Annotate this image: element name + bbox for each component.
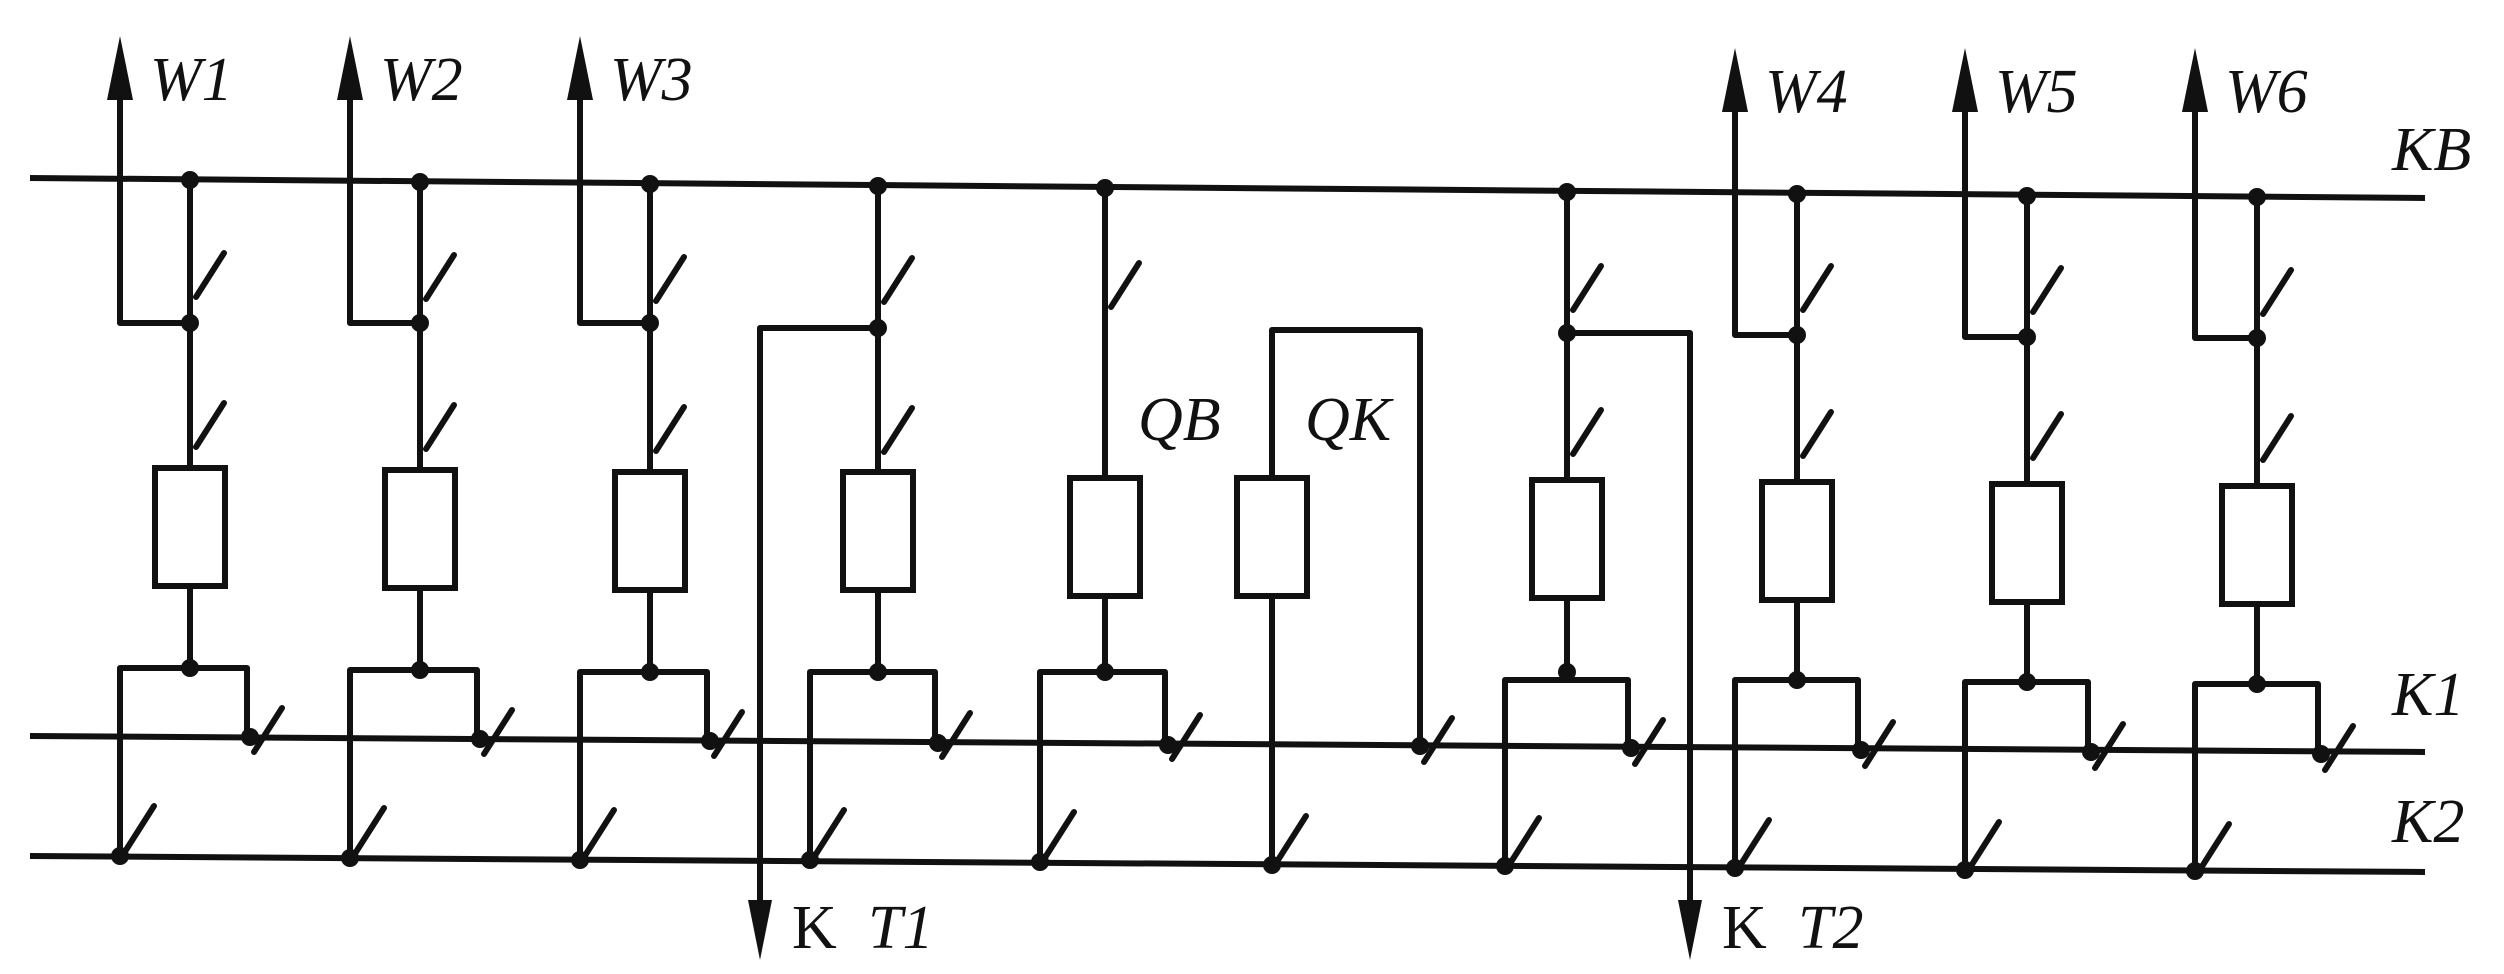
transformer-t2-label: T2 [1798, 894, 1863, 962]
bay-w3: W3 [567, 36, 742, 869]
bay-w4: W4 [1722, 48, 1893, 877]
bus-kb-label: KB [2391, 116, 2471, 184]
bay-w2: W2 [337, 36, 512, 867]
feeder-w6-arrow [2182, 48, 2208, 112]
coupler-qb-label: QB [1138, 386, 1221, 454]
breaker-t1 [840, 469, 916, 593]
feeder-w3-arrow [567, 36, 593, 100]
breaker-w4 [1759, 479, 1835, 603]
bus-k2 [29, 853, 2426, 875]
feeder-w2-label: W2 [380, 46, 463, 114]
breaker-w5 [1989, 481, 2065, 605]
feeder-w3-label: W3 [610, 46, 693, 114]
bay-w5: W5 [1952, 48, 2123, 879]
coupler-qk-label: QK [1305, 386, 1395, 454]
transformer-t1-label: T1 [868, 894, 933, 962]
transformer-t2-arrow [1678, 900, 1702, 960]
breaker-w2 [382, 467, 458, 591]
breaker-t2 [1529, 477, 1605, 601]
transformer-t1-arrow [748, 900, 772, 960]
breaker-w3 [612, 469, 688, 593]
bus-k1 [29, 733, 2426, 755]
bay-t1: K T1 [748, 177, 970, 962]
feeder-w5-label: W5 [1995, 58, 2078, 126]
bay-w1: W1 [107, 36, 282, 865]
bus-k2-label: K2 [2391, 788, 2464, 856]
transformer-t1-k: K [792, 894, 837, 962]
feeder-w6-label: W6 [2225, 58, 2308, 126]
breaker-w6 [2219, 483, 2295, 607]
bus-kb [29, 175, 2426, 201]
transformer-t2-k: K [1722, 894, 1767, 962]
bay-t2: K T2 [1496, 183, 1863, 962]
feeder-w1-label: W1 [150, 46, 233, 114]
feeder-w4-arrow [1722, 48, 1748, 112]
breaker-w1 [152, 465, 228, 589]
feeder-w2-arrow [337, 36, 363, 100]
breaker-qk [1234, 475, 1310, 599]
bay-qb: QB [1031, 179, 1221, 871]
bus-k1-label: K1 [2391, 661, 2464, 729]
bay-w6: W6 [2182, 48, 2353, 880]
feeder-w4-label: W4 [1765, 58, 1848, 126]
feeder-w5-arrow [1952, 48, 1978, 112]
feeder-w1-arrow [107, 36, 133, 100]
bay-qk: QK [1234, 327, 1452, 874]
breaker-qb [1067, 475, 1143, 599]
